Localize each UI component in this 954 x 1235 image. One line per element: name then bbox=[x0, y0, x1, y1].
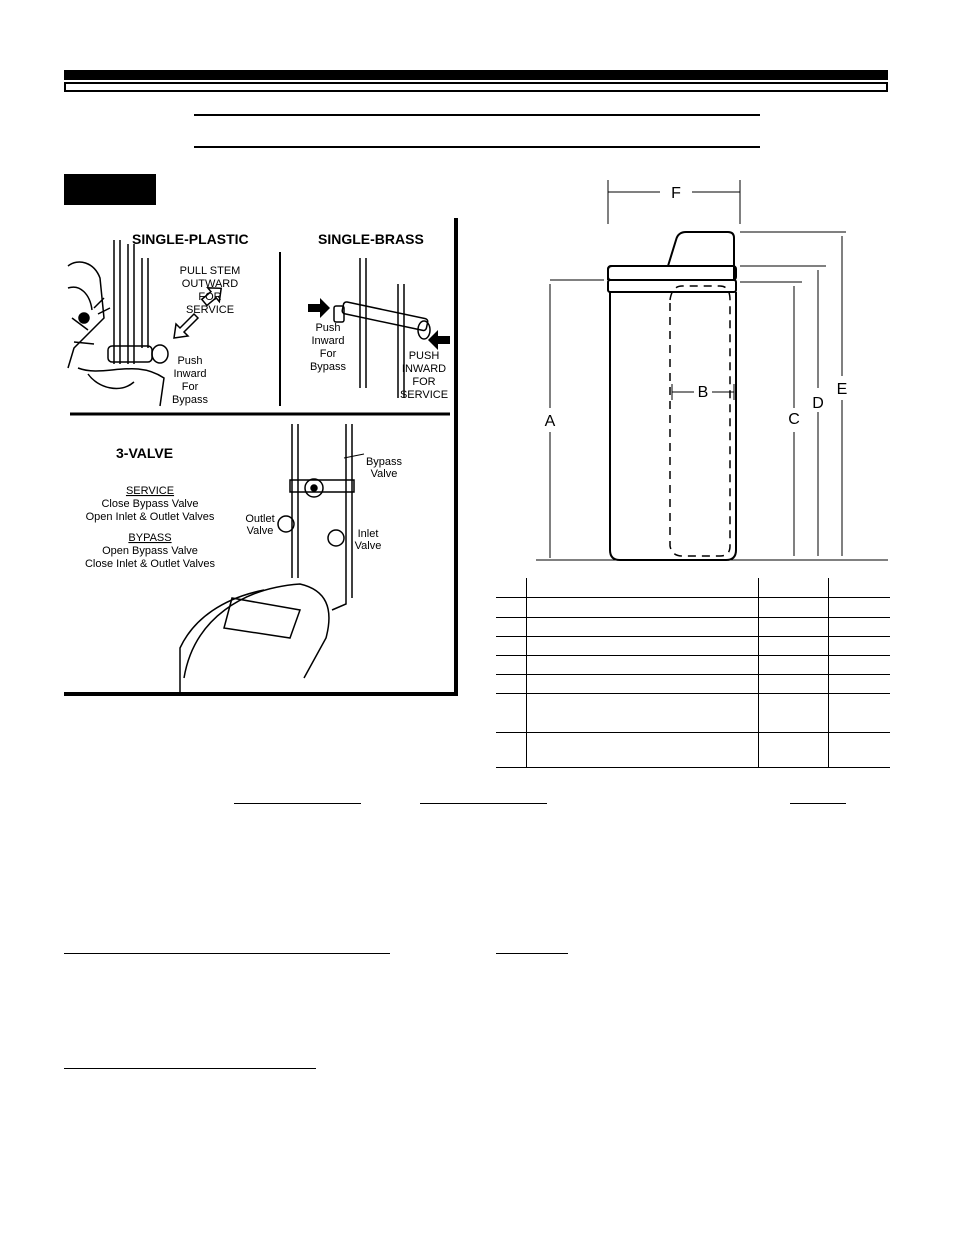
svg-text:SERVICE: SERVICE bbox=[400, 389, 448, 401]
three-valve-title: 3-VALVE bbox=[116, 445, 173, 461]
svg-text:OUTWARD: OUTWARD bbox=[182, 278, 238, 290]
push-arrow-right-icon bbox=[428, 330, 450, 350]
push-inward-service-label: PUSH INWARD FOR SERVICE bbox=[400, 350, 448, 401]
dimension-d: D bbox=[812, 395, 824, 412]
svg-text:PUSH: PUSH bbox=[409, 350, 440, 362]
svg-text:PULL STEM: PULL STEM bbox=[180, 265, 241, 277]
push-inward-arrow-icon bbox=[173, 312, 200, 339]
table-row bbox=[496, 674, 890, 694]
svg-text:Valve: Valve bbox=[371, 468, 398, 480]
table-row bbox=[496, 597, 890, 618]
blank-heading-line bbox=[64, 953, 390, 954]
three-valve-drawing bbox=[179, 424, 365, 694]
push-inward-bypass-brass-label: Push Inward For Bypass bbox=[310, 322, 347, 373]
dimension-b: B bbox=[698, 384, 709, 401]
bypass-valve-label: Bypass Valve bbox=[366, 456, 403, 480]
svg-text:Push: Push bbox=[315, 322, 340, 334]
push-inward-bypass-plastic-label: Push Inward For Bypass bbox=[172, 355, 209, 406]
svg-text:Valve: Valve bbox=[355, 540, 382, 552]
service-heading: SERVICE bbox=[126, 485, 174, 497]
svg-text:Inward: Inward bbox=[173, 368, 206, 380]
bypass-heading: BYPASS bbox=[128, 532, 171, 544]
blank-line bbox=[420, 803, 547, 804]
service-line-1: Close Bypass Valve bbox=[101, 498, 198, 510]
header-thick-bar bbox=[64, 70, 888, 80]
svg-text:Push: Push bbox=[177, 355, 202, 367]
single-plastic-drawing bbox=[67, 240, 169, 407]
bypass-line-2: Close Inlet & Outlet Valves bbox=[85, 558, 216, 570]
svg-text:Inlet: Inlet bbox=[358, 528, 379, 540]
svg-text:Bypass: Bypass bbox=[310, 361, 347, 373]
svg-text:SERVICE: SERVICE bbox=[186, 304, 234, 316]
softener-dimension-drawing: F A B C D E bbox=[536, 180, 888, 561]
single-brass-title: SINGLE-BRASS bbox=[318, 231, 424, 247]
title-rule-top bbox=[194, 114, 760, 116]
pull-outward-arrow-icon bbox=[200, 287, 223, 307]
svg-text:FOR: FOR bbox=[412, 376, 435, 388]
svg-text:Valve: Valve bbox=[247, 525, 274, 537]
dimension-lines bbox=[536, 180, 888, 561]
svg-text:Inward: Inward bbox=[311, 335, 344, 347]
bypass-line-1: Open Bypass Valve bbox=[102, 545, 198, 557]
blank-line bbox=[790, 803, 846, 804]
resin-tank-outline bbox=[669, 285, 731, 557]
table-row bbox=[496, 578, 890, 598]
dimension-a: A bbox=[545, 413, 556, 430]
table-row bbox=[496, 693, 890, 733]
push-arrow-left-icon bbox=[308, 298, 330, 318]
table-row bbox=[496, 636, 890, 656]
dimension-e: E bbox=[837, 381, 848, 398]
svg-text:Bypass: Bypass bbox=[366, 456, 403, 468]
dimension-f: F bbox=[671, 185, 681, 202]
table-row bbox=[496, 655, 890, 675]
inlet-valve-label: Inlet Valve bbox=[355, 528, 382, 552]
blank-line bbox=[234, 803, 361, 804]
svg-text:Bypass: Bypass bbox=[172, 394, 209, 406]
single-brass-drawing bbox=[333, 258, 431, 398]
header-open-bar bbox=[64, 82, 888, 92]
service-line-2: Open Inlet & Outlet Valves bbox=[86, 511, 215, 523]
pull-stem-label: PULL STEM OUTWARD FOR SERVICE bbox=[180, 265, 241, 316]
svg-text:Outlet: Outlet bbox=[245, 513, 274, 525]
outlet-valve-label: Outlet Valve bbox=[245, 513, 274, 537]
section-tab bbox=[64, 174, 156, 205]
table-row bbox=[496, 617, 890, 637]
svg-text:For: For bbox=[320, 348, 337, 360]
title-rule-bottom bbox=[194, 146, 760, 148]
svg-text:FOR: FOR bbox=[198, 291, 221, 303]
specification-table bbox=[496, 578, 890, 768]
bypass-valve-illustration: SINGLE-PLASTIC PULL STEM OUTWARD FOR SER… bbox=[64, 218, 458, 696]
blank-heading-line bbox=[496, 953, 568, 954]
svg-text:For: For bbox=[182, 381, 199, 393]
dimension-c: C bbox=[788, 411, 800, 428]
table-row bbox=[496, 732, 890, 768]
single-plastic-title: SINGLE-PLASTIC bbox=[132, 231, 249, 247]
blank-heading-line bbox=[64, 1068, 316, 1069]
svg-text:INWARD: INWARD bbox=[402, 363, 446, 375]
